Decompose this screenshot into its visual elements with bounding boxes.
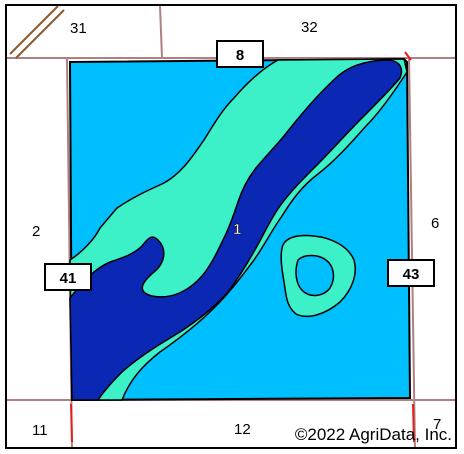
accent-lines (70, 51, 415, 443)
soil-zone-island-inner (295, 254, 335, 297)
road-box-north: 8 (216, 40, 264, 68)
road-box-east: 43 (387, 259, 435, 287)
map-frame: 1 31 32 2 6 11 12 7 8 41 43 ©2022 AgriDa… (5, 4, 457, 449)
road-box-west: 41 (44, 263, 92, 291)
road-label-west: 41 (60, 270, 77, 287)
section-label-sw: 11 (32, 422, 48, 439)
copyright-text: ©2022 AgriData, Inc. (295, 425, 452, 444)
road-label-east: 43 (403, 266, 420, 283)
section-label-e: 6 (431, 215, 439, 232)
section-label-n: 32 (301, 19, 318, 36)
road-label-north: 8 (236, 47, 244, 64)
section-label-se: 7 (433, 416, 441, 433)
section-label-w: 2 (32, 223, 40, 240)
soil-zone-label: 1 (233, 221, 241, 238)
field-map: 1 31 32 2 6 11 12 7 8 41 43 ©2022 AgriDa… (7, 6, 455, 447)
road (9, 6, 65, 59)
section-label-s: 12 (234, 421, 251, 438)
inner-soil-zone (69, 59, 403, 401)
section-label-nw: 31 (70, 20, 87, 37)
